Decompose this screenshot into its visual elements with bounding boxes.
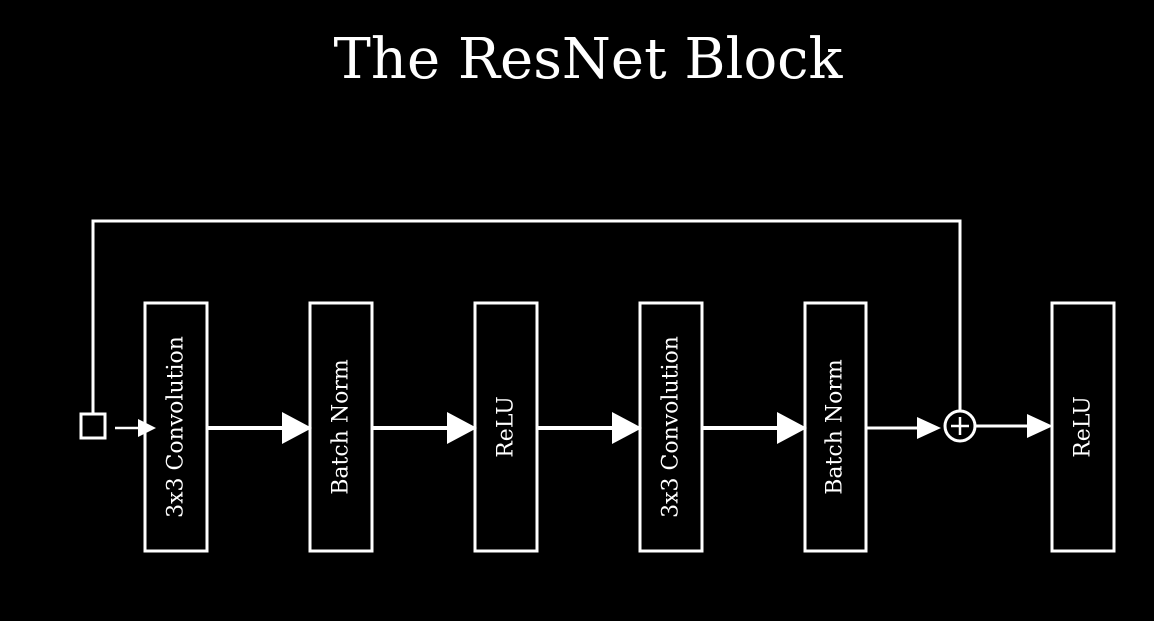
block-relu-2: ReLU — [1050, 301, 1116, 553]
diagram-title: The ResNet Block — [334, 27, 844, 92]
input-square-icon — [79, 412, 107, 440]
arrow-add-to-relu2 — [976, 414, 1053, 438]
circled-plus-icon — [943, 409, 977, 443]
block-label: Batch Norm — [329, 359, 354, 495]
skip-connection — [91, 219, 962, 413]
block-conv-2: 3x3 Convolution — [638, 301, 704, 553]
block-label: ReLU — [494, 396, 519, 458]
block-batchnorm-2: Batch Norm — [803, 301, 868, 553]
block-label: Batch Norm — [823, 359, 848, 495]
arrow-conv1-to-bn1 — [207, 412, 312, 444]
arrow-input-to-conv1 — [115, 419, 156, 437]
arrow-bn1-to-relu1 — [372, 412, 477, 444]
arrow-bn2-to-add — [866, 417, 941, 439]
block-label: ReLU — [1071, 396, 1096, 458]
block-label: 3x3 Convolution — [659, 336, 684, 518]
block-label: 3x3 Convolution — [164, 336, 189, 518]
block-batchnorm-1: Batch Norm — [308, 301, 374, 553]
block-conv-1: 3x3 Convolution — [143, 301, 209, 553]
block-relu-1: ReLU — [473, 301, 539, 553]
arrow-conv2-to-bn2 — [702, 412, 807, 444]
arrow-relu1-to-conv2 — [537, 412, 642, 444]
